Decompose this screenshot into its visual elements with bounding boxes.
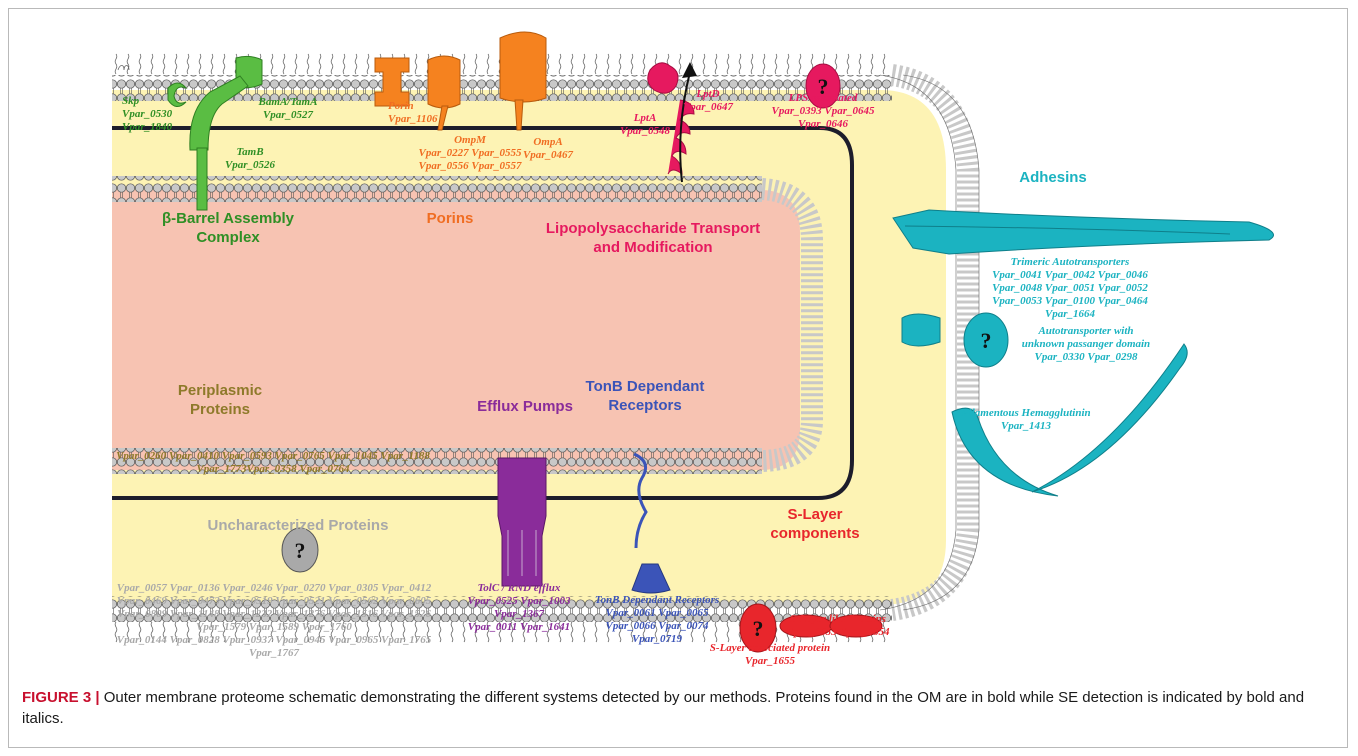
figure-frame [8, 8, 1348, 748]
efflux-pump [497, 457, 547, 587]
header-porins: Porins [426, 210, 474, 227]
lps-top [117, 65, 130, 71]
header-bam: β-Barrel Assembly Complex [162, 210, 294, 246]
header-slayer: S-Layer components [770, 506, 860, 542]
label-bama: BamA/TamA Vpar_0527 [258, 96, 318, 121]
peptidoglycan [112, 126, 854, 500]
figure-caption: FIGURE 3 | Outer membrane proteome schem… [22, 687, 1332, 729]
membrane-diagram: ? ? ? ? [112, 31, 1274, 653]
label-tonb-ids: TonB Dependant Receptors Vpar_0061 Vpar_… [594, 594, 720, 645]
cytoplasm-region [112, 190, 800, 470]
label-skp: Skp Vpar_0530 Vpar_1840 [122, 95, 173, 133]
label-autotransporter: Autotransporter with unknown passanger d… [1021, 325, 1151, 363]
inner-membrane-bottom [112, 448, 762, 474]
inner-membrane-right [760, 178, 823, 472]
uncharacterized-protein [281, 527, 319, 573]
label-porin: Porin Vpar_1106 [388, 100, 438, 125]
label-lptd: LptD Vpar_0647 [682, 88, 734, 113]
adhesins [892, 209, 1274, 497]
header-uncharacterized: Uncharacterized Proteins [207, 517, 389, 534]
header-periplasmic: Periplasmic Proteins [177, 382, 263, 418]
bam-complex [167, 55, 263, 211]
tonb-receptor [631, 452, 671, 594]
figure-number: FIGURE 3 | [22, 689, 100, 706]
label-tolc: TolC / RND efflux Vpar_0525 Vpar_1003 Vp… [467, 582, 571, 633]
label-periplasmic-ids: Vpar_0260 Vpar_0410 Vpar_0593 Vpar_0765 … [116, 450, 430, 475]
label-ompa: OmpA Vpar_0467 [522, 136, 574, 161]
question-mark-icon-slayer: ? [753, 616, 764, 641]
label-hemagglutinin: Filamentous Hemagglutinin Vpar_1413 [961, 407, 1091, 432]
question-mark-icon-uncharacterized: ? [295, 538, 306, 563]
header-adhesins: Adhesins [1019, 169, 1087, 186]
lpt-arrow [679, 71, 691, 183]
label-tamb: TamB Vpar_0526 [224, 146, 276, 171]
inner-membrane-top [112, 176, 762, 202]
lpt-system [647, 62, 841, 176]
label-lpta: LptA Vpar_0548 [619, 112, 671, 137]
label-slayer-like: S-Layer like Proteins Vpar_1653 Vpar_165… [786, 613, 890, 638]
label-lps-assoc: LPS associated Vpar_0393 Vpar_0645 Vpar_… [771, 92, 875, 130]
outer-membrane-right [890, 64, 979, 621]
porins [374, 31, 547, 131]
header-efflux: Efflux Pumps [477, 398, 573, 415]
caption-text: Outer membrane proteome schematic demons… [22, 689, 1305, 727]
label-uncharacterized-ids: Vpar_0057 Vpar_0136 Vpar_0246 Vpar_0270 … [116, 582, 432, 659]
header-lps: Lipopolysaccharide Transport and Modific… [545, 220, 761, 256]
label-trimeric: Trimeric Autotransporters Vpar_0041 Vpar… [992, 256, 1148, 320]
label-ompm: OmpM Vpar_0227 Vpar_0555 Vpar_0556 Vpar_… [418, 134, 522, 172]
header-tonb: TonB Dependant Receptors [585, 378, 705, 414]
label-slayer-assoc: S-Layer associated protein Vpar_1655 [709, 642, 831, 667]
question-mark-icon-lps: ? [818, 74, 829, 99]
question-mark-icon-autotransporter: ? [981, 328, 992, 353]
s-layer [739, 603, 883, 653]
